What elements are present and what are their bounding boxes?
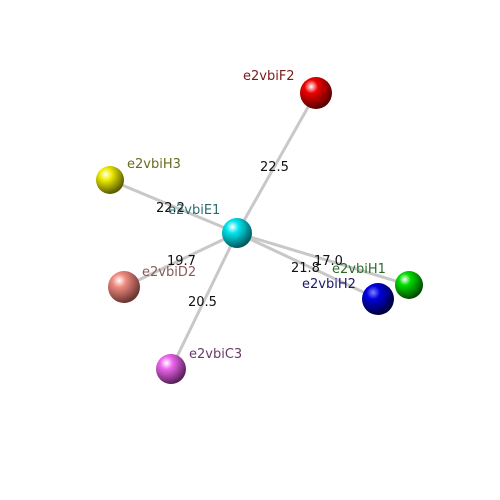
node-e2vbiH1[interactable] [395, 271, 423, 299]
edge-e2vbiH2 [236, 231, 379, 301]
distance-label-e2vbiH2: 21.8 [291, 261, 320, 276]
distance-label-e2vbiH3: 22.2 [156, 201, 185, 216]
node-e2vbiH3[interactable] [96, 166, 124, 194]
node-label-e2vbiE1: e2vbiE1 [168, 203, 220, 218]
edge-e2vbiD2 [123, 231, 238, 289]
node-label-e2vbiC3: e2vbiC3 [189, 347, 242, 362]
node-label-e2vbiD2: e2vbiD2 [142, 265, 196, 280]
node-label-e2vbiH3: e2vbiH3 [127, 157, 181, 172]
distance-label-e2vbiH1: 17.0 [314, 254, 343, 269]
edges [109, 92, 410, 370]
node-label-e2vbiH1: e2vbiH1 [332, 262, 386, 277]
distance-label-e2vbiF2: 22.5 [260, 160, 289, 175]
node-e2vbiC3[interactable] [156, 354, 186, 384]
node-e2vbiF2[interactable] [300, 77, 332, 109]
edge-e2vbiC3 [169, 232, 239, 370]
node-e2vbiE1[interactable] [222, 218, 252, 248]
node-label-e2vbiF2: e2vbiF2 [243, 69, 295, 84]
nodes [96, 77, 423, 384]
distance-label-e2vbiD2: 19.7 [167, 254, 196, 269]
node-labels: e2vbiF2 e2vbiH3 e2vbiD2 e2vbiC3 e2vbiH2 … [127, 69, 386, 362]
edge-e2vbiH3 [109, 178, 238, 235]
distance-labels: 22.5 22.2 19.7 20.5 21.8 17.0 [156, 160, 343, 310]
edge-e2vbiH1 [236, 231, 410, 287]
distance-label-e2vbiC3: 20.5 [188, 295, 217, 310]
node-label-e2vbiH2: e2vbiH2 [302, 277, 356, 292]
node-e2vbiH2[interactable] [362, 283, 394, 315]
node-e2vbiD2[interactable] [108, 271, 140, 303]
edge-e2vbiF2 [235, 92, 318, 234]
